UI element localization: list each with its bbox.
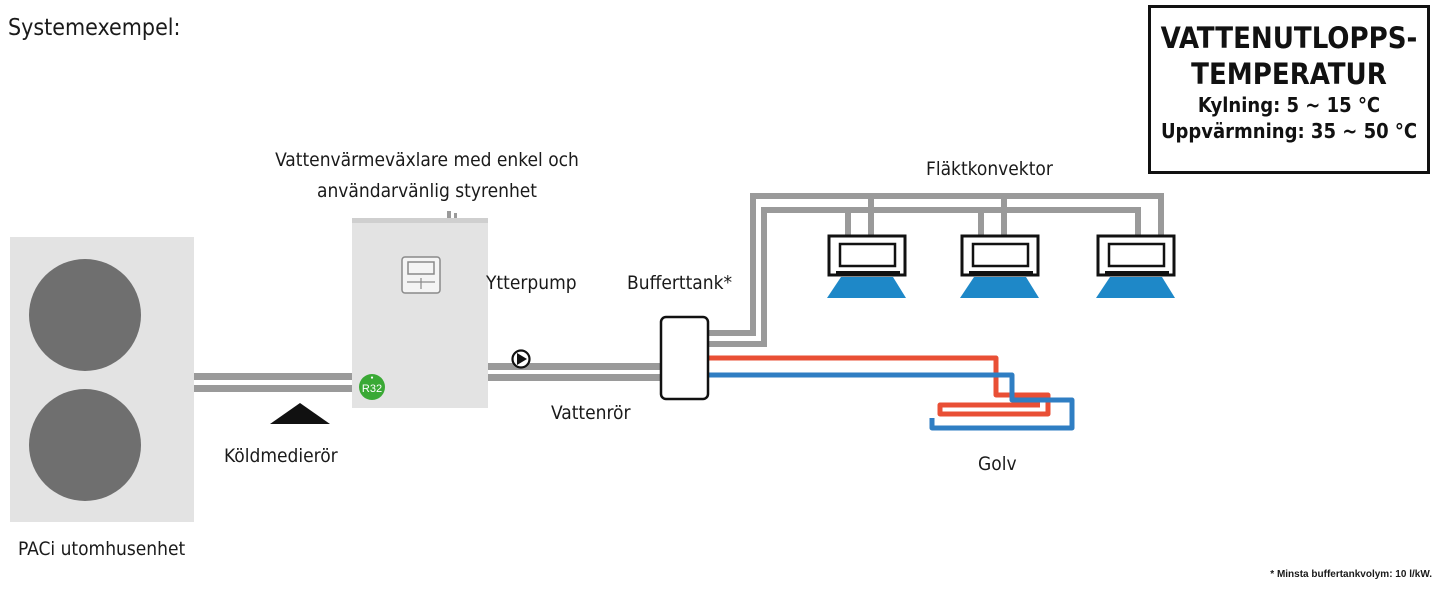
airflow-icon [960,277,1039,298]
heat-exchanger-label: Vattenvärmeväxlare med enkel och använda… [232,145,622,207]
heating-range: Uppvärmning: 35 ~ 50 °C [1160,119,1418,143]
heat-exchanger-unit: ● R32 [352,211,488,408]
outdoor-unit-label: PACi utomhusenhet [18,538,186,560]
outdoor-fan-top-icon [29,259,141,371]
floor-label: Golv [978,453,1017,475]
water-pipes [488,363,662,381]
water-outlet-temperature-box: VATTENUTLOPPS- TEMPERATUR Kylning: 5 ~ 1… [1148,5,1430,174]
outdoor-fan-bottom-icon [29,389,141,501]
buffer-tank-label: Bufferttank* [627,272,733,294]
airflow-icon [827,277,906,298]
controller-panel-icon [401,256,441,294]
water-pipe-label: Vattenrör [551,402,631,424]
external-pump-icon [511,349,531,369]
fan-convector-pipes [708,193,1164,347]
heat-exchanger-label-text: Vattenvärmeväxlare med enkel och använda… [275,149,579,202]
buffer-tank [659,315,710,401]
svg-text:●: ● [370,375,373,381]
cooling-range: Kylning: 5 ~ 15 °C [1197,93,1381,117]
temperature-heading-line1: VATTENUTLOPPS- [1160,21,1418,55]
refrigerant-pipe-marker-icon [270,403,330,424]
r32-badge-text: R32 [362,383,382,395]
fan-convector-3 [1096,234,1176,298]
buffer-tank-footnote: * Minsta buffertankvolym: 10 l/kW. [1270,569,1432,580]
fan-convector-label: Fläktkonvektor [926,158,1053,180]
pump-label: Ytterpump [486,272,577,294]
r32-badge: ● R32 [359,374,385,400]
outdoor-unit [10,237,194,522]
fan-convector-2 [960,234,1040,298]
airflow-icon [1096,277,1175,298]
refrigerant-pipe-label: Köldmedierör [224,445,338,467]
page-title: Systemexempel: [8,15,181,41]
temperature-heading-line2: TEMPERATUR [1191,57,1387,91]
refrigerant-pipes [194,373,354,392]
fan-convector-1 [827,234,907,298]
floor-heating-loop [708,355,1075,431]
